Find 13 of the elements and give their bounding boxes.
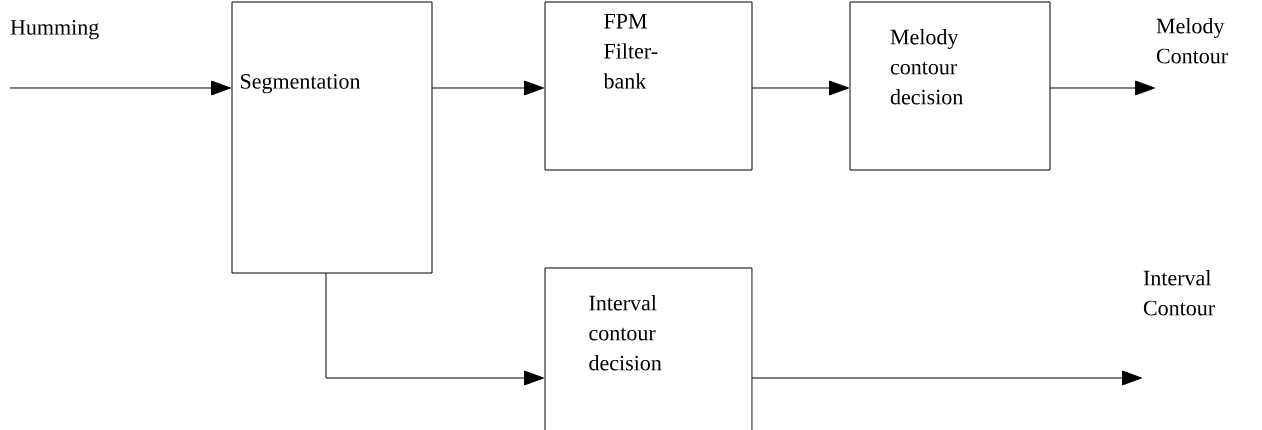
arrow	[1049, 80, 1155, 96]
arrow	[431, 80, 544, 96]
arrow	[325, 272, 544, 386]
signal-label: Melody Contour	[1156, 18, 1228, 64]
arrow	[751, 80, 849, 96]
process-box: Interval contour decision	[544, 267, 753, 430]
process-box: FPM Filter-bank	[544, 1, 753, 171]
signal-label: Humming	[10, 20, 99, 40]
process-box: Segmentation	[231, 1, 433, 274]
process-box: Melody contour decision	[849, 1, 1051, 171]
arrow	[751, 370, 1142, 386]
signal-label: Interval Contour	[1143, 270, 1215, 316]
arrow	[9, 80, 232, 96]
